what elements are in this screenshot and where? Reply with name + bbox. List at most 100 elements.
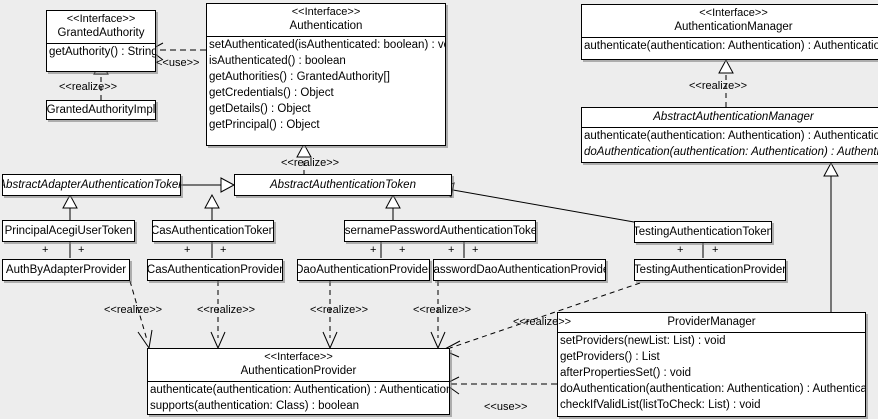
class-header: <<Interface>> AuthenticationManager [582,5,878,37]
assoc-marker: + [677,244,684,256]
assoc-marker: + [399,244,406,256]
class-box-cas-authentication-token[interactable]: CasAuthenticationToken [152,220,274,242]
class-name: GrantedAuthorityImpl [46,104,156,116]
edge-label-realize-casauthenticationprovider: <<realize>> [197,304,256,316]
members-compartment: setAuthenticated(isAuthenticated: boolea… [207,37,445,133]
class-box-principal-acegi-user-token[interactable]: PrincipalAcegiUserToken [2,220,135,242]
class-header: CasAuthenticationProvider [148,260,282,280]
section-divider [207,36,445,37]
assoc-marker: + [220,244,227,256]
member-row: getCredentials() : Object [209,87,334,99]
assoc-marker: + [712,244,719,256]
class-box-dao-authentication-provider[interactable]: DaoAuthenticationProvider [297,259,430,281]
class-header: AbstractAdapterAuthenticationToken [3,175,180,195]
class-header: <<Interface>> GrantedAuthority [47,11,155,43]
class-name: TestingAuthenticationToken [634,226,772,238]
class-box-auth-by-adapter-provider[interactable]: AuthByAdapterProvider [2,259,130,281]
class-box-password-dao-authentication-provider[interactable]: PasswordDaoAuthenticationProvider [433,259,606,281]
members-compartment: authenticate(authentication: Authenticat… [582,38,878,54]
class-header: AuthByAdapterProvider [3,260,129,280]
class-box-authentication[interactable]: <<Interface>> Authentication setAuthenti… [206,3,446,146]
class-name: CasAuthenticationToken [152,225,274,237]
class-header: AbstractAuthenticationManager [582,108,878,127]
edge-label-realize-testingauthenticationprovider: <<realize>> [513,316,572,328]
member-row: doAuthentication(authentication: Authent… [584,146,878,158]
stereotype-label: <<Interface>> [66,13,136,25]
class-name: PasswordDaoAuthenticationProvider [433,264,606,276]
members-compartment: getAuthority() : String [47,44,155,60]
class-header: GrantedAuthorityImpl [47,101,155,119]
class-name: TestingAuthenticationProvider [634,264,786,276]
assoc-marker: + [472,244,479,256]
edge-label-use-authentication-grantedauthority: <<use>> [156,57,200,69]
class-header: TestingAuthenticationProvider [635,260,785,280]
class-name: AbstractAuthenticationManager [653,111,814,123]
member-row: supports(authentication: Class) : boolea… [150,400,360,412]
class-box-granted-authority-impl[interactable]: GrantedAuthorityImpl [46,100,156,120]
class-name: ProviderManager [667,316,756,328]
edge-generalization-testingauthenticationtoken [452,189,635,223]
member-row: doAuthentication(authentication: Authent… [560,383,866,395]
edge-label-realize-grantedauthorityimpl: <<realize>> [59,81,118,93]
class-box-testing-authentication-token[interactable]: TestingAuthenticationToken [634,221,772,243]
section-divider [582,127,878,128]
class-box-cas-authentication-provider[interactable]: CasAuthenticationProvider [147,259,283,281]
class-box-abstract-authentication-token[interactable]: AbstractAuthenticationToken [234,174,452,196]
assoc-marker: + [78,244,85,256]
stereotype-label: <<Interface>> [264,351,333,363]
member-row: authenticate(authentication: Authenticat… [150,384,450,396]
class-name: AuthenticationProvider [240,365,357,377]
class-header: CasAuthenticationToken [153,221,273,241]
class-header: DaoAuthenticationProvider [298,260,429,280]
class-name: AbstractAdapterAuthenticationToken [2,179,181,191]
member-row: isAuthenticated() : boolean [209,55,346,67]
member-row: getAuthority() : String [49,46,156,58]
members-compartment: setProviders(newList: List) : void getPr… [558,333,865,413]
member-row: checkIfValidList(listToCheck: List) : vo… [560,399,761,411]
class-box-authentication-provider[interactable]: <<Interface>> AuthenticationProvider aut… [147,348,450,415]
member-row: getProviders() : List [560,351,660,363]
assoc-marker: + [448,244,455,256]
section-divider [558,332,865,333]
class-name: AuthenticationManager [674,21,793,33]
member-row: authenticate(authentication: Authenticat… [584,40,878,52]
edge-label-realize-abstractauthenticationmanager: <<realize>> [689,80,748,92]
class-box-testing-authentication-provider[interactable]: TestingAuthenticationProvider [634,259,786,281]
member-row: getAuthorities() : GrantedAuthority[] [209,71,390,83]
member-row: getPrincipal() : Object [209,119,320,131]
class-name: GrantedAuthority [57,27,145,39]
members-compartment: authenticate(authentication: Authenticat… [582,128,878,160]
members-compartment: authenticate(authentication: Authenticat… [148,382,449,414]
class-header: <<Interface>> Authentication [207,4,445,36]
class-name: CasAuthenticationProvider [147,264,283,276]
member-row: afterPropertiesSet() : void [560,367,692,379]
class-box-username-password-authentication-token[interactable]: UsernamePasswordAuthenticationToken [344,220,536,242]
stereotype-label: <<Interface>> [699,7,768,19]
assoc-marker: + [184,244,191,256]
member-row: getDetails() : Object [209,103,311,115]
class-name: AbstractAuthenticationToken [270,179,416,191]
class-name: PrincipalAcegiUserToken [4,225,133,237]
class-header: <<Interface>> AuthenticationProvider [148,349,449,381]
class-name: Authentication [289,20,363,32]
member-row: authenticate(authentication: Authenticat… [584,130,878,142]
assoc-marker: + [42,244,49,256]
class-box-abstract-adapter-authentication-token[interactable]: AbstractAdapterAuthenticationToken [2,174,181,196]
class-header: ProviderManager [558,313,865,332]
assoc-marker: + [370,244,377,256]
class-header: TestingAuthenticationToken [635,222,771,242]
edge-label-realize-daoauthenticationprovider: <<realize>> [310,304,369,316]
edge-label-realize-authbyadapterprovider: <<realize>> [104,304,163,316]
class-box-granted-authority[interactable]: <<Interface>> GrantedAuthority getAuthor… [46,10,156,72]
class-box-abstract-authentication-manager[interactable]: AbstractAuthenticationManager authentica… [581,107,878,163]
section-divider [47,43,155,44]
class-box-authentication-manager[interactable]: <<Interface>> AuthenticationManager auth… [581,4,878,60]
class-header: AbstractAuthenticationToken [235,175,451,195]
class-header: UsernamePasswordAuthenticationToken [345,221,535,241]
class-name: DaoAuthenticationProvider [297,264,430,276]
stereotype-label: <<Interface>> [291,6,361,18]
class-name: UsernamePasswordAuthenticationToken [344,225,536,237]
class-box-provider-manager[interactable]: ProviderManager setProviders(newList: Li… [557,312,866,417]
member-row: setProviders(newList: List) : void [560,335,726,347]
